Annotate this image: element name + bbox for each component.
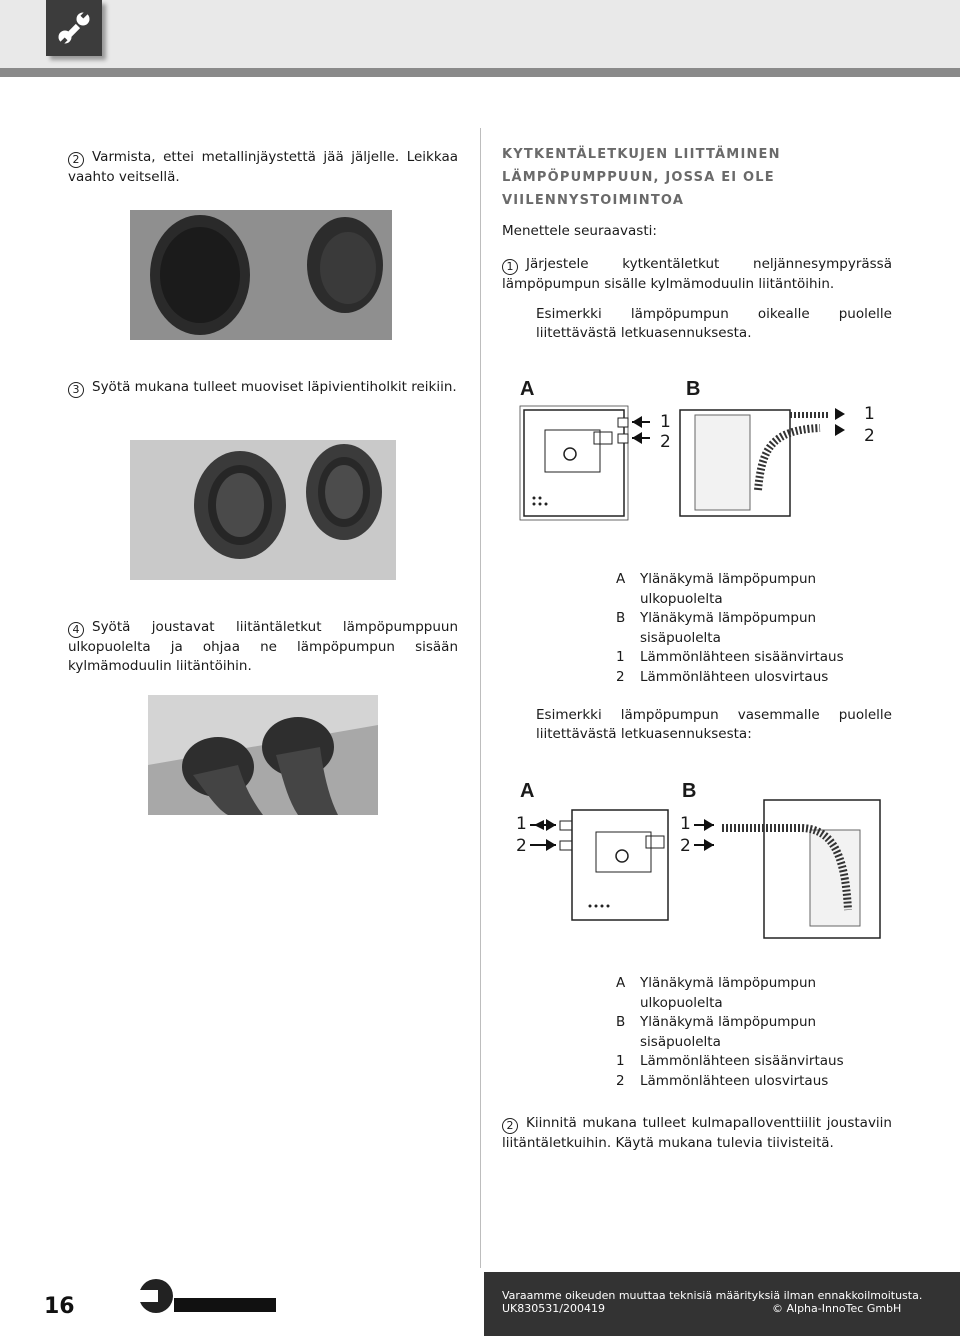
- legend-key: B: [616, 610, 626, 626]
- header-band: [0, 0, 960, 68]
- footer-copyright: © Alpha-InnoTec GmbH: [772, 1302, 902, 1315]
- section-heading: KYTKENTÄLETKUJEN LIITTÄMINEN LÄMPÖPUMPPU…: [502, 143, 922, 212]
- heading-line: LÄMPÖPUMPPUUN, JOSSA EI OLE: [502, 170, 775, 185]
- footer-bar: [484, 1272, 960, 1336]
- legend-text: Ylänäkymä lämpöpumpun: [640, 1014, 817, 1030]
- legend-text: Lämmönlähteen ulosvirtaus: [640, 668, 829, 685]
- legend-key: 1: [616, 1053, 625, 1069]
- intro-text: Menettele seuraavasti:: [502, 223, 657, 239]
- legend-key: B: [616, 1014, 626, 1030]
- photo-hoses-inserted: [148, 695, 378, 815]
- column-divider: [480, 128, 481, 1268]
- legend-key: [616, 1033, 640, 1053]
- legend-key: [616, 994, 640, 1014]
- legend-key: A: [616, 975, 626, 991]
- header-rule: [0, 68, 960, 77]
- footer-notice: Varaamme oikeuden muuttaa teknisiä määri…: [502, 1289, 923, 1302]
- legend-text: Lämmönlähteen sisäänvirtaus: [640, 649, 844, 665]
- diagram-left-connection: A B 1 2 1 2: [500, 770, 900, 950]
- example-left-text: Esimerkki lämpöpumpun vasemmalle puolell…: [536, 707, 892, 742]
- diagram-num-2b: 2: [864, 426, 875, 446]
- page-number-box: [0, 1272, 88, 1336]
- legend-text: Lämmönlähteen ulosvirtaus: [640, 1072, 829, 1089]
- legend-text: sisäpuolelta: [640, 629, 721, 646]
- legend-1: A Ylänäkymä lämpöpumpun ulkopuolelta B Ylä…: [616, 570, 896, 687]
- step-text: Syötä joustavat liitäntäletkut lämpöpump…: [68, 619, 458, 674]
- diagram-num-2: 2: [660, 432, 671, 452]
- photo-grommets-inserted: [130, 440, 396, 580]
- legend-text: Lämmönlähteen sisäänvirtaus: [640, 1053, 844, 1069]
- legend-key: 2: [616, 1072, 625, 1089]
- legend-text: sisäpuolelta: [640, 1033, 721, 1050]
- legend-text: ulkopuolelta: [640, 590, 723, 607]
- legend-text: Ylänäkymä lämpöpumpun: [640, 571, 817, 587]
- step-number: 4: [68, 621, 84, 638]
- diagram-num-2b: 2: [680, 836, 691, 856]
- diagram-label-b: B: [686, 378, 701, 400]
- wrench-icon: [46, 0, 102, 56]
- step-text: Varmista, ettei metallinjäystettä jää jä…: [68, 149, 458, 185]
- step-text: Syötä mukana tulleet muoviset läpivienti…: [92, 379, 457, 395]
- diagram-num-1b: 1: [864, 404, 875, 424]
- diagram-label-a: A: [520, 378, 535, 400]
- step-number: 1: [502, 258, 518, 275]
- diagram-num-2: 2: [516, 836, 527, 856]
- photo-foam-cut-holes: [130, 210, 392, 340]
- step-text: Kiinnitä mukana tulleet kulmapalloventti…: [502, 1115, 892, 1151]
- diagram-num-1b: 1: [680, 814, 691, 834]
- step-number: 3: [68, 381, 84, 398]
- legend-key: [616, 629, 640, 649]
- heading-line: KYTKENTÄLETKUJEN LIITTÄMINEN: [502, 147, 781, 162]
- legend-text: Ylänäkymä lämpöpumpun: [640, 975, 817, 991]
- diagram-num-1: 1: [516, 814, 527, 834]
- step-text: Järjestele kytkentäletkut neljännesympyr…: [502, 256, 892, 292]
- legend-key: 1: [616, 649, 625, 665]
- footer-doc-code: UK830531/200419: [502, 1302, 605, 1315]
- legend-text: Ylänäkymä lämpöpumpun: [640, 610, 817, 626]
- heading-line: VIILENNYSTOIMINTOA: [502, 193, 685, 208]
- legend-key: A: [616, 571, 626, 587]
- diagram-label-b: B: [682, 780, 697, 802]
- step-3-left: 3 Syötä mukana tulleet muoviset läpivient…: [68, 378, 458, 398]
- page-number: 16: [44, 1294, 75, 1319]
- legend-key: 2: [616, 668, 625, 685]
- diagram-label-a: A: [520, 780, 535, 802]
- diagram-right-connection: A B 1 2 1 2: [500, 370, 900, 530]
- diagram-num-1: 1: [660, 412, 671, 432]
- example-right-text: Esimerkki lämpöpumpun oikealle puolelle …: [536, 306, 892, 341]
- legend-text: ulkopuolelta: [640, 994, 723, 1011]
- brand-logo: [138, 1276, 278, 1316]
- step-number: 2: [502, 1117, 518, 1134]
- legend-key: [616, 590, 640, 610]
- legend-2: A Ylänäkymä lämpöpumpun ulkopuolelta B Ylä…: [616, 974, 896, 1091]
- step-number: 2: [68, 151, 84, 168]
